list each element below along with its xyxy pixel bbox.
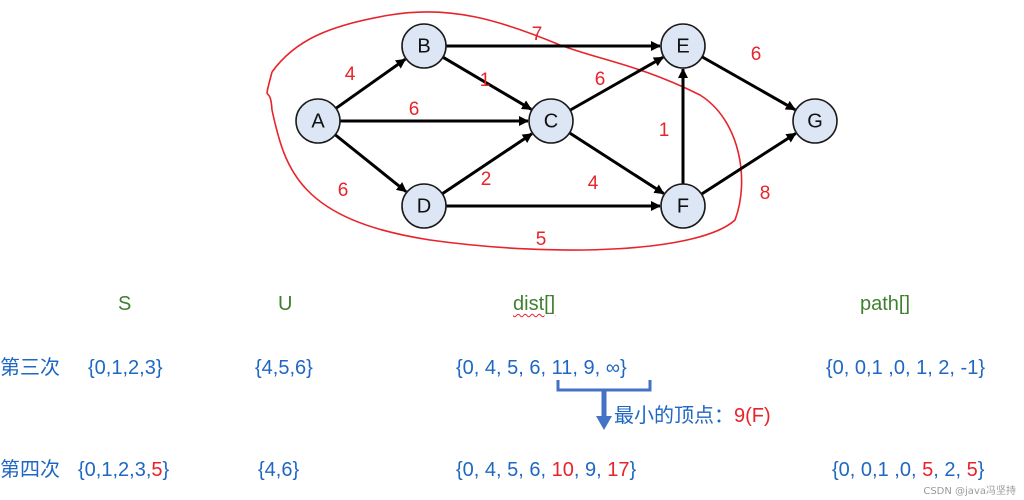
node-C: C bbox=[528, 98, 574, 144]
row4-dist-new2: 17 bbox=[607, 459, 630, 481]
row4-dist-prefix: {0, 4, 5, 6, bbox=[456, 459, 552, 481]
nodes-layer: A B C D E F G bbox=[295, 23, 838, 229]
row3-u: {4,5,6} bbox=[255, 357, 313, 379]
edge-weight-B-E: 7 bbox=[532, 24, 543, 45]
node-A: A bbox=[295, 98, 341, 144]
edge-weight-C-E: 6 bbox=[595, 69, 606, 90]
row4-path-prefix: {0, 0,1 ,0, bbox=[832, 459, 923, 481]
row4-u: {4,6} bbox=[258, 459, 300, 481]
edges-layer bbox=[334, 41, 797, 211]
row3-label: 第三次 bbox=[0, 357, 60, 379]
node-label-A: A bbox=[311, 110, 325, 132]
header-path: path[] bbox=[860, 293, 911, 315]
node-circle-F bbox=[660, 183, 706, 229]
edge-weight-B-C: 1 bbox=[480, 70, 491, 91]
row3-dist: {0, 4, 5, 6, 11, 9, ∞} bbox=[456, 357, 627, 379]
row4-path-mid: , 2, bbox=[933, 459, 967, 481]
edge-C-F bbox=[568, 131, 665, 195]
edge-B-C bbox=[442, 55, 533, 111]
node-circle-E bbox=[660, 23, 706, 69]
node-G: G bbox=[792, 98, 838, 144]
edge-weight-C-F: 4 bbox=[588, 173, 599, 194]
edge-D-C bbox=[441, 132, 533, 196]
row4-s-prefix: {0,1,2,3, bbox=[78, 459, 152, 481]
node-circle-G bbox=[792, 98, 838, 144]
row4-label: 第四次 bbox=[0, 459, 60, 481]
row4-s: {0,1,2,3,5} bbox=[78, 458, 169, 482]
node-label-F: F bbox=[677, 195, 689, 217]
edge-A-D bbox=[334, 133, 407, 193]
node-circle-C bbox=[528, 98, 574, 144]
node-label-D: D bbox=[417, 195, 431, 217]
edge-weight-A-D: 6 bbox=[338, 180, 349, 201]
row4-path-new2: 5 bbox=[966, 459, 978, 481]
node-E: E bbox=[660, 23, 706, 69]
edge-weight-A-B: 4 bbox=[345, 64, 356, 85]
node-circle-B bbox=[401, 23, 447, 69]
node-label-C: C bbox=[544, 110, 558, 132]
header-s: S bbox=[118, 293, 132, 315]
node-F: F bbox=[660, 183, 706, 229]
edge-weight-F-E: 1 bbox=[659, 120, 670, 141]
min-vertex-label: 最小的顶点： bbox=[614, 405, 734, 427]
row4-dist: {0, 4, 5, 6, 10, 9, 17} bbox=[456, 458, 636, 482]
row3-s: {0,1,2,3} bbox=[88, 357, 163, 379]
row4-path-new1: 5 bbox=[922, 459, 934, 481]
edge-weight-E-G: 6 bbox=[751, 44, 762, 65]
node-circle-D bbox=[401, 183, 447, 229]
edge-C-E bbox=[569, 56, 664, 112]
row4-dist-suffix: } bbox=[629, 459, 637, 481]
node-D: D bbox=[401, 183, 447, 229]
min-vertex-value: 9(F) bbox=[734, 405, 771, 427]
edge-F-G bbox=[700, 132, 797, 196]
node-circle-A bbox=[295, 98, 341, 144]
node-label-E: E bbox=[676, 35, 689, 57]
edge-E-G bbox=[701, 55, 796, 111]
watermark: CSDN @java冯坚持 bbox=[923, 486, 1016, 497]
node-label-B: B bbox=[417, 35, 430, 57]
edge-weight-F-G: 8 bbox=[760, 183, 771, 204]
edge-weight-A-C: 6 bbox=[409, 99, 420, 120]
enclosure-curve bbox=[266, 11, 743, 251]
edge-weight-D-F: 5 bbox=[536, 229, 547, 250]
row4-path: {0, 0,1 ,0, 5, 2, 5} bbox=[832, 458, 984, 482]
edge-weight-D-C: 2 bbox=[481, 169, 492, 190]
row4-dist-new1: 10 bbox=[551, 459, 574, 481]
min-vertex-text: 最小的顶点：9(F) bbox=[614, 404, 771, 428]
graph-diagram: 4 6 6 1 7 6 4 2 5 1 6 8 A B C D E F G bbox=[266, 11, 838, 251]
row3-path: {0, 0,1 ,0, 1, 2, -1} bbox=[826, 357, 986, 379]
header-dist: dist[] bbox=[513, 293, 556, 315]
header-u: U bbox=[278, 293, 293, 315]
row4-path-suffix: } bbox=[977, 459, 985, 481]
node-B: B bbox=[401, 23, 447, 69]
node-label-G: G bbox=[807, 110, 823, 132]
row4-dist-mid: , 9, bbox=[573, 459, 608, 481]
row4-s-new: 5 bbox=[151, 459, 163, 481]
weights-layer: 4 6 6 1 7 6 4 2 5 1 6 8 bbox=[338, 24, 771, 250]
row4-s-suffix: } bbox=[162, 459, 170, 481]
edge-A-B bbox=[335, 58, 407, 110]
